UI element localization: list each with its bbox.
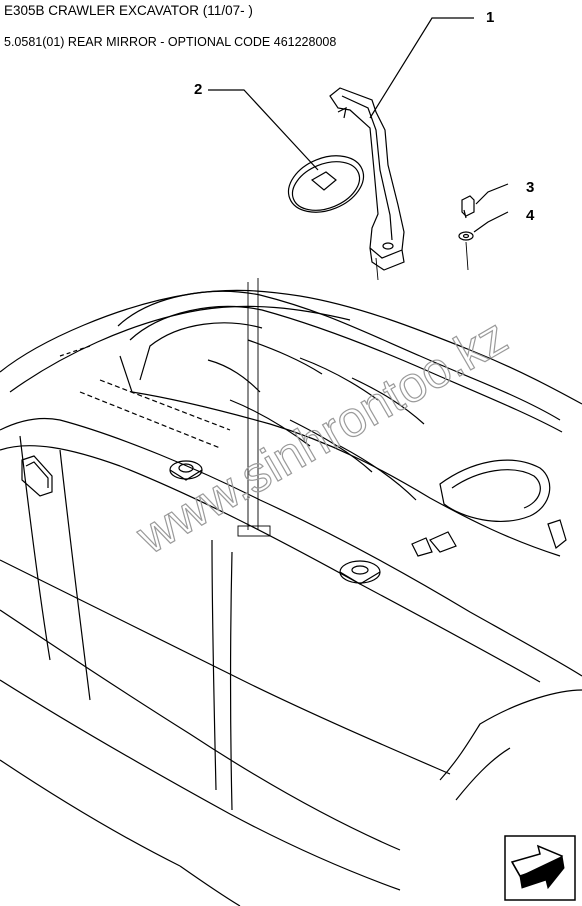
diagram-subtitle: 5.0581(01) REAR MIRROR - OPTIONAL CODE 4…: [4, 35, 337, 49]
part-2-mirror: [208, 89, 365, 213]
part-4-washer: [458, 211, 509, 241]
callout-3: 3: [526, 179, 534, 196]
next-page-arrow-icon[interactable]: [504, 835, 576, 901]
part-1-bracket: [329, 17, 474, 271]
watermark-text: www.sinhrontoo.kz: [127, 308, 517, 565]
counterweight-body: [0, 289, 582, 906]
callout-1: 1: [486, 9, 494, 26]
callout-4: 4: [526, 207, 535, 224]
callout-2: 2: [194, 81, 202, 98]
part-3-bolt: [461, 183, 509, 219]
diagram-title: E305B CRAWLER EXCAVATOR (11/07- ): [4, 3, 253, 18]
assembly-guide-lines: [237, 241, 469, 537]
